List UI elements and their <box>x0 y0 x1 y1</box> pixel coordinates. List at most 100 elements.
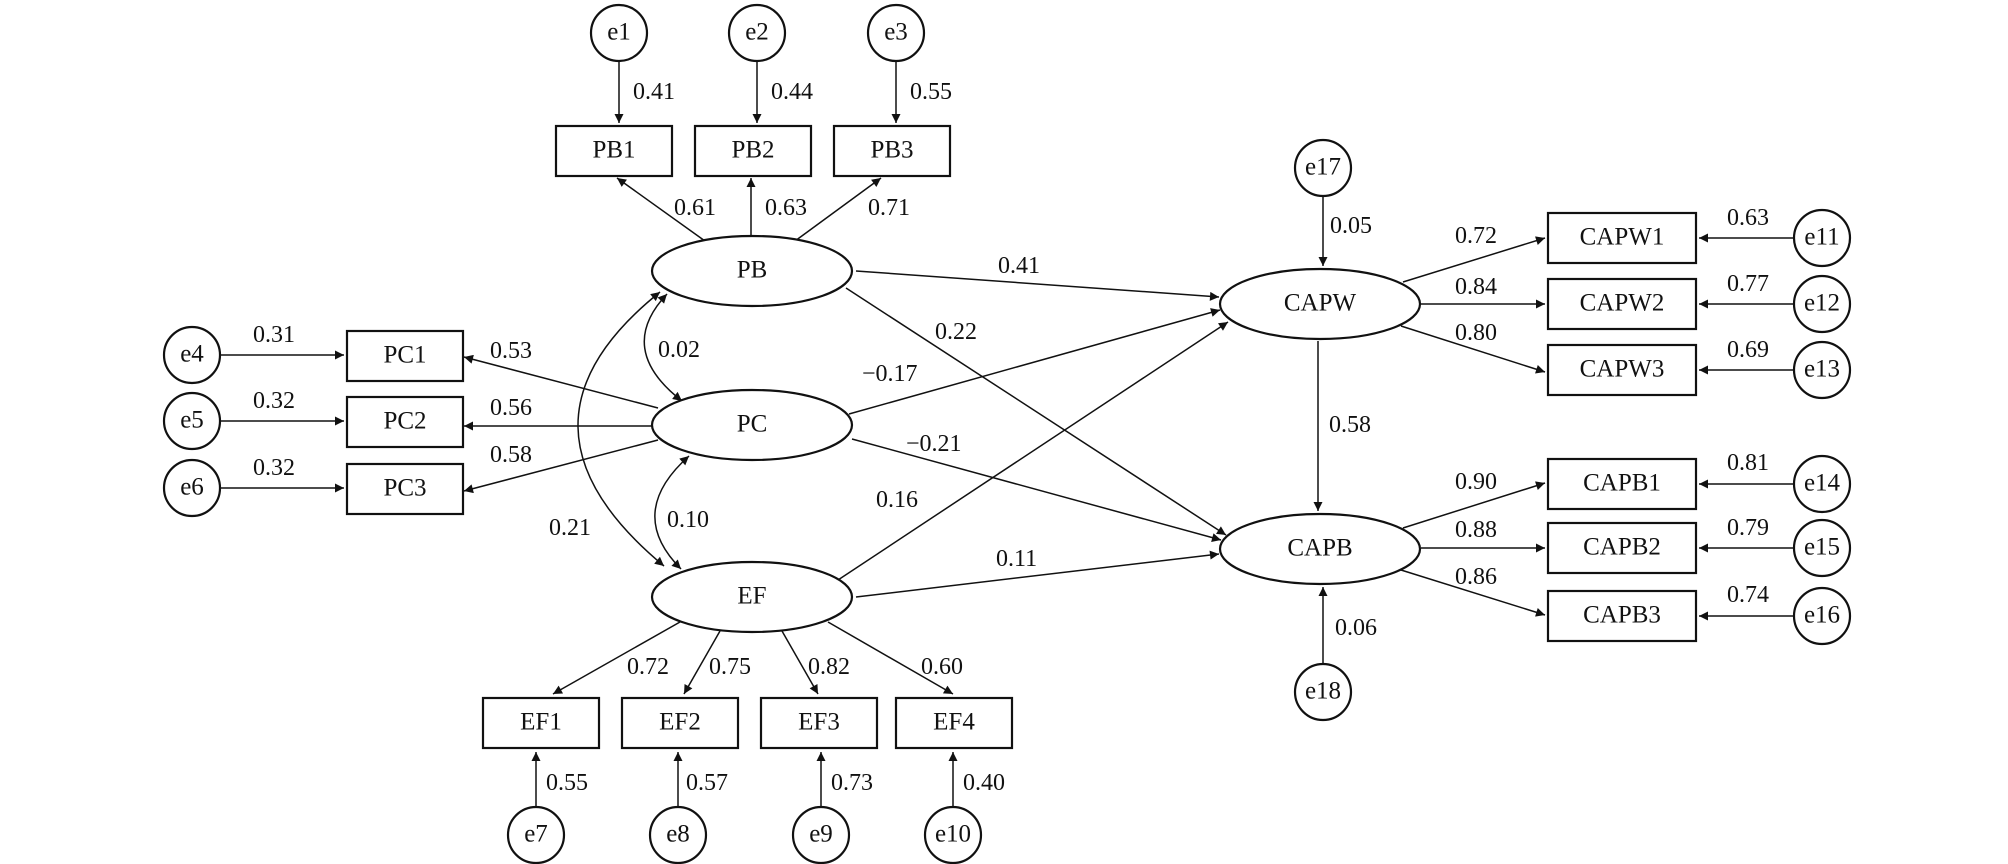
indicator-ef1: EF1 <box>481 696 601 750</box>
edge-pb-pb1 <box>616 177 706 242</box>
indicator-pb3: PB3 <box>832 124 952 178</box>
edge-capw-capw1 <box>1402 236 1546 283</box>
error-e13-label: e13 <box>1804 356 1840 383</box>
coef-pb2: 0.63 <box>765 195 807 221</box>
indicator-capw1: CAPW1 <box>1546 211 1698 265</box>
error-e7-label: e7 <box>524 821 548 848</box>
error-e7: e7 <box>506 805 566 864</box>
coef-ef4: 0.60 <box>921 654 963 680</box>
coef-e2: 0.44 <box>771 79 813 105</box>
coef-e15: 0.79 <box>1727 515 1769 541</box>
coef-capw3: 0.80 <box>1455 320 1497 346</box>
coef-ef-capw: 0.16 <box>876 487 918 513</box>
coef-corr-pb-pc: 0.02 <box>658 337 700 363</box>
latent-ef-label: EF <box>737 583 766 610</box>
indicator-ef4: EF4 <box>894 696 1014 750</box>
edge-ef-capw <box>837 321 1229 581</box>
error-e13: e13 <box>1792 340 1852 400</box>
indicator-capw1-label: CAPW1 <box>1580 224 1665 251</box>
edge-capb-capb3 <box>1400 569 1546 617</box>
error-e15-label: e15 <box>1804 534 1840 561</box>
coef-ef1: 0.72 <box>627 654 669 680</box>
latent-capb: CAPB <box>1218 512 1422 586</box>
error-e17: e17 <box>1293 138 1353 198</box>
error-e4-label: e4 <box>180 341 204 368</box>
edge-pc-capb <box>851 438 1222 542</box>
indicator-pb1-label: PB1 <box>592 137 635 164</box>
error-e16: e16 <box>1792 586 1852 646</box>
coefficients: 0.41 0.44 0.55 0.31 0.32 0.32 0.55 0.57 … <box>253 79 1769 796</box>
indicator-capb2: CAPB2 <box>1546 521 1698 575</box>
latent-pc: PC <box>650 388 854 462</box>
coef-e3: 0.55 <box>910 79 952 105</box>
edge-pc-capw <box>848 308 1221 415</box>
latent-pc-label: PC <box>737 411 768 438</box>
error-e3: e3 <box>866 3 926 63</box>
indicator-capw2-label: CAPW2 <box>1580 290 1665 317</box>
latent-pb-label: PB <box>737 257 768 284</box>
coef-capb1: 0.90 <box>1455 469 1497 495</box>
edge-capb-capb1 <box>1402 481 1546 529</box>
error-e10: e10 <box>923 805 983 864</box>
coef-e13: 0.69 <box>1727 337 1769 363</box>
error-e5-label: e5 <box>180 407 204 434</box>
indicator-pc1-label: PC1 <box>383 342 426 369</box>
indicator-pb3-label: PB3 <box>870 137 913 164</box>
edge-ef-ef2 <box>683 630 721 695</box>
coef-pc1: 0.53 <box>490 338 532 364</box>
coef-e9: 0.73 <box>831 770 873 796</box>
coef-ef2: 0.75 <box>709 654 751 680</box>
coef-pb1: 0.61 <box>674 195 716 221</box>
coef-e18: 0.06 <box>1335 615 1377 641</box>
coef-e16: 0.74 <box>1727 582 1769 608</box>
edge-ef-capb <box>855 550 1220 598</box>
error-e9: e9 <box>791 805 851 864</box>
error-e4: e4 <box>162 325 222 385</box>
coef-e7: 0.55 <box>546 770 588 796</box>
latent-pb: PB <box>650 234 854 308</box>
indicator-pb2: PB2 <box>693 124 813 178</box>
error-e18-label: e18 <box>1305 678 1341 705</box>
coef-capb3: 0.86 <box>1455 564 1497 590</box>
indicator-capb3-label: CAPB3 <box>1583 602 1661 629</box>
coef-pc2: 0.56 <box>490 395 532 421</box>
coef-pb3: 0.71 <box>868 195 910 221</box>
error-e5: e5 <box>162 391 222 451</box>
error-e10-label: e10 <box>935 821 971 848</box>
coef-capw2: 0.84 <box>1455 274 1497 300</box>
error-e17-label: e17 <box>1305 154 1341 181</box>
error-e3-label: e3 <box>884 19 908 46</box>
error-e1: e1 <box>589 3 649 63</box>
error-e14-label: e14 <box>1804 470 1841 497</box>
indicator-capw3: CAPW3 <box>1546 343 1698 397</box>
coef-capw-capb: 0.58 <box>1329 412 1371 438</box>
error-e12-label: e12 <box>1804 290 1840 317</box>
error-e8: e8 <box>648 805 708 864</box>
indicator-capb1: CAPB1 <box>1546 457 1698 511</box>
indicator-ef2: EF2 <box>620 696 740 750</box>
indicator-pc1: PC1 <box>345 329 465 383</box>
edge-pc-pc3 <box>463 439 659 494</box>
error-e2: e2 <box>727 3 787 63</box>
edge-pb-capb <box>845 287 1227 536</box>
coef-e11: 0.63 <box>1727 205 1769 231</box>
coef-pb-capb: 0.22 <box>935 319 977 345</box>
coef-e17: 0.05 <box>1330 213 1372 239</box>
latent-capw-label: CAPW <box>1284 290 1357 317</box>
indicator-pb2-label: PB2 <box>731 137 774 164</box>
indicator-capw2: CAPW2 <box>1546 277 1698 331</box>
edge-corr-pb-ef <box>577 291 665 567</box>
error-e8-label: e8 <box>666 821 690 848</box>
latent-capw: CAPW <box>1218 267 1422 341</box>
indicator-pc3-label: PC3 <box>383 475 426 502</box>
indicator-capb1-label: CAPB1 <box>1583 470 1661 497</box>
coef-e5: 0.32 <box>253 388 295 414</box>
coef-e8: 0.57 <box>686 770 728 796</box>
edge-ef-ef4 <box>827 621 954 695</box>
coef-e14: 0.81 <box>1727 450 1769 476</box>
error-e15: e15 <box>1792 518 1852 578</box>
edges <box>221 58 1794 807</box>
coef-corr-pc-ef: 0.10 <box>667 507 709 533</box>
edge-capw-capw3 <box>1400 325 1546 374</box>
error-e6-label: e6 <box>180 474 204 501</box>
